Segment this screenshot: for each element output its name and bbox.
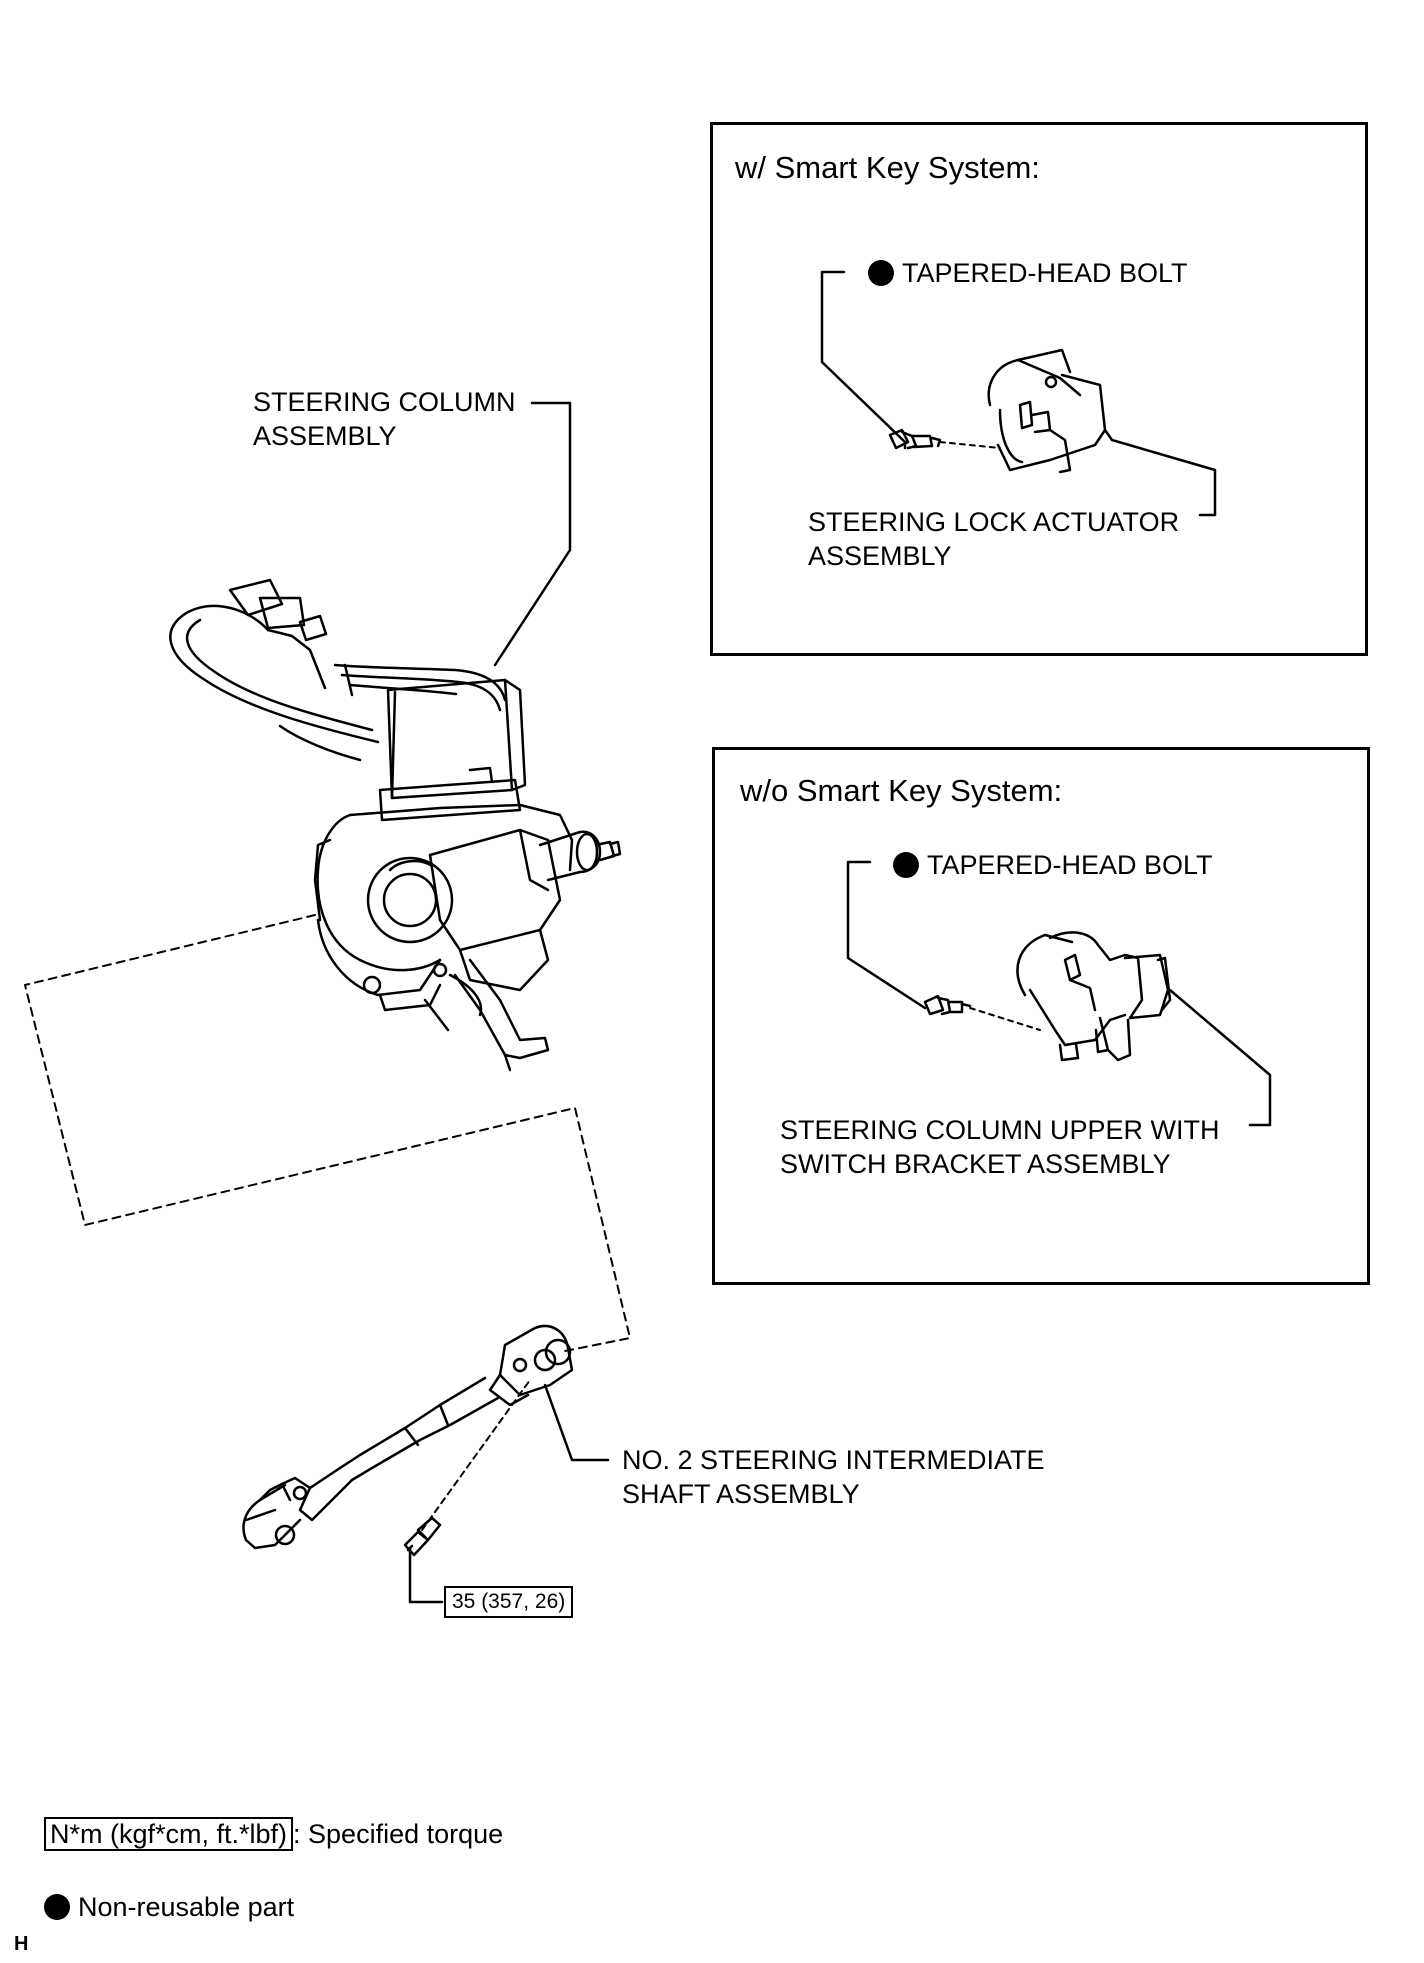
label-line2: SHAFT ASSEMBLY — [622, 1479, 860, 1509]
non-reusable-legend-text: Non-reusable part — [78, 1892, 295, 1922]
no-smart-key-bolt-label: TAPERED-HEAD BOLT — [893, 848, 1213, 882]
smart-key-panel — [710, 122, 1368, 656]
steering-column-assembly-drawing — [169, 401, 622, 1072]
corner-code: H — [14, 1933, 29, 1955]
non-reusable-dot-icon — [44, 1894, 70, 1920]
torque-units-box: N*m (kgf*cm, ft.*lbf) — [44, 1817, 294, 1851]
intermediate-shaft-label: NO. 2 STEERING INTERMEDIATE SHAFT ASSEMB… — [622, 1443, 1045, 1511]
no-smart-key-panel-title: w/o Smart Key System: — [740, 773, 1063, 808]
no-smart-key-panel — [712, 747, 1370, 1285]
label-line2: ASSEMBLY — [808, 541, 952, 571]
label-line1: NO. 2 STEERING INTERMEDIATE — [622, 1445, 1045, 1475]
non-reusable-dot-icon — [868, 260, 894, 286]
steering-lock-actuator-drawing — [820, 270, 1217, 517]
intermediate-shaft-drawing — [242, 1324, 610, 1604]
label-line1: STEERING COLUMN UPPER WITH — [780, 1115, 1220, 1145]
label-line2: ASSEMBLY — [253, 421, 397, 451]
label-line2: SWITCH BRACKET ASSEMBLY — [780, 1149, 1171, 1179]
torque-legend-text: : Specified torque — [293, 1819, 504, 1849]
torque-legend: N*m (kgf*cm, ft.*lbf): Specified torque — [44, 1817, 503, 1851]
smart-key-panel-title: w/ Smart Key System: — [735, 150, 1040, 185]
non-reusable-legend: Non-reusable part — [44, 1890, 294, 1924]
steering-column-assembly-label: STEERING COLUMN ASSEMBLY — [253, 385, 516, 453]
bolt-label-text: TAPERED-HEAD BOLT — [902, 258, 1188, 288]
torque-value-box: 35 (357, 26) — [444, 1586, 574, 1618]
bolt-label-text: TAPERED-HEAD BOLT — [927, 850, 1213, 880]
label-line1: STEERING COLUMN — [253, 387, 516, 417]
label-line1: STEERING LOCK ACTUATOR — [808, 507, 1180, 537]
steering-column-upper-bracket-label: STEERING COLUMN UPPER WITH SWITCH BRACKE… — [780, 1113, 1220, 1181]
non-reusable-dot-icon — [893, 852, 919, 878]
steering-column-upper-bracket-drawing — [846, 860, 1272, 1127]
smart-key-bolt-label: TAPERED-HEAD BOLT — [868, 256, 1188, 290]
steering-lock-actuator-label: STEERING LOCK ACTUATOR ASSEMBLY — [808, 505, 1179, 573]
